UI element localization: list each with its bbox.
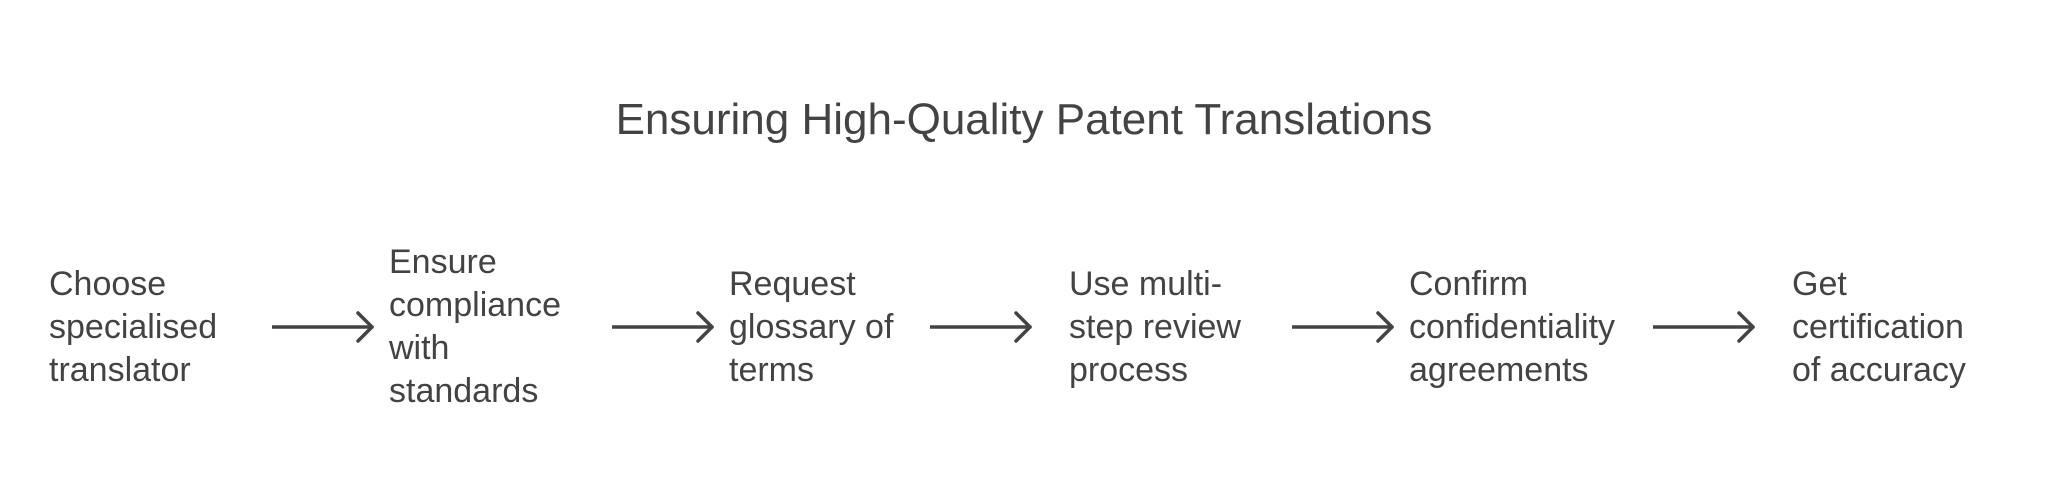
step-confirm-confidentiality: Confirm confidentiality agreements <box>1409 265 1616 389</box>
arrow-right-icon <box>1292 308 1396 346</box>
step-request-glossary: Request glossary of terms <box>729 265 894 389</box>
step-multi-step-review: Use multi- step review process <box>1069 265 1241 389</box>
step-get-certification: Get certification of accuracy <box>1792 265 1966 389</box>
step-choose-translator: Choose specialised translator <box>49 265 218 389</box>
arrow-right-icon <box>272 308 376 346</box>
arrow-right-icon <box>930 308 1034 346</box>
step-ensure-compliance: Ensure compliance with standards <box>389 243 561 410</box>
diagram-title: Ensuring High-Quality Patent Translation… <box>615 95 1433 144</box>
arrow-right-icon <box>612 308 716 346</box>
arrow-right-icon <box>1653 308 1757 346</box>
